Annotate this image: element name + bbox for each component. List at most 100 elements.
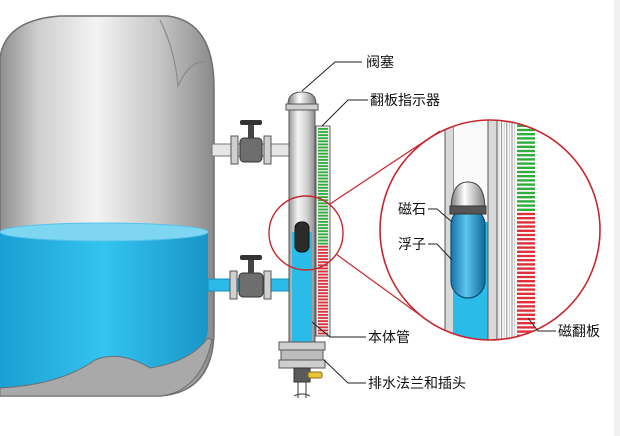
drain-flange-top xyxy=(278,341,326,351)
zoom-flap xyxy=(517,208,535,211)
indicator-flap xyxy=(318,286,328,288)
zoom-flap xyxy=(517,116,535,118)
indicator-flap xyxy=(318,298,328,301)
zoom-flap xyxy=(517,238,535,241)
zoom-flap xyxy=(517,149,535,153)
zoom-flap xyxy=(517,305,535,308)
valve-plug-cap xyxy=(287,91,317,105)
indicator-flap xyxy=(318,252,328,254)
zoom-flap xyxy=(517,246,535,249)
zoom-flap xyxy=(517,154,535,157)
indicator-flap xyxy=(318,155,328,158)
indicator-flap xyxy=(318,205,328,208)
indicator-flap xyxy=(318,261,328,264)
gauge-assembly xyxy=(278,91,331,398)
indicator-flap xyxy=(318,301,328,304)
tank-dent xyxy=(159,19,206,89)
zoom-tube-wall-right xyxy=(487,120,498,340)
indicator-flap xyxy=(318,314,328,316)
zoom-flap xyxy=(517,292,535,295)
flap-indicator-leader xyxy=(321,99,368,127)
zoom-flap xyxy=(517,309,535,312)
zoom-flap xyxy=(517,322,535,325)
zoom-flap xyxy=(517,275,535,279)
zoom-flap xyxy=(517,212,535,216)
zoom-flap xyxy=(517,296,535,300)
indicator-flap xyxy=(318,171,328,174)
zoom-flap xyxy=(517,217,535,220)
zoom-flap xyxy=(517,204,535,207)
zoom-flap xyxy=(517,166,535,169)
zoom-flap xyxy=(517,133,535,136)
indicator-flap xyxy=(318,174,328,177)
indicator-flap xyxy=(318,245,328,248)
zoom-flap xyxy=(517,141,535,144)
indicator-flap xyxy=(318,221,328,223)
drain-outlet xyxy=(293,382,311,398)
zoom-content xyxy=(380,112,600,345)
zoom-flap xyxy=(517,170,535,174)
indicator-flap xyxy=(318,317,328,319)
main-tube-label: 本体管 xyxy=(368,330,410,346)
indicator-flap xyxy=(318,196,328,198)
zoom-flap xyxy=(517,343,535,345)
indicator-flap xyxy=(318,255,328,257)
drain-handle xyxy=(307,371,323,379)
indicator-flap xyxy=(318,190,328,192)
zoom-callout xyxy=(268,112,601,345)
magnetic-flap-leader xyxy=(527,317,556,332)
drain-flange-bottom xyxy=(278,359,326,369)
indicator-flap xyxy=(318,270,328,273)
indicator-flap xyxy=(318,214,328,217)
zoom-flap xyxy=(517,183,535,186)
zoom-flap xyxy=(517,187,535,190)
indicator-flap xyxy=(318,146,328,149)
indicator-flap xyxy=(318,320,328,322)
zoom-flap xyxy=(517,326,535,329)
zoom-circle xyxy=(379,119,601,341)
indicator-flap xyxy=(318,162,328,164)
indicator-flap xyxy=(318,276,328,279)
tube-water xyxy=(292,232,312,342)
indicator-flap xyxy=(318,149,328,152)
zoom-flap xyxy=(517,317,535,321)
zoom-indicator-strips xyxy=(498,120,516,340)
indicator-flap xyxy=(318,227,328,229)
upper-valve-handle xyxy=(240,120,262,125)
upper-connection xyxy=(211,120,293,165)
indicator-flap xyxy=(318,211,328,214)
tank-water-surface xyxy=(0,222,209,242)
indicator-flap xyxy=(318,152,328,155)
zoom-magnet-cap xyxy=(450,181,486,211)
zoom-flap xyxy=(517,313,535,316)
zoom-source-circle xyxy=(268,195,344,271)
zoom-flap xyxy=(517,112,535,114)
zoom-flap xyxy=(517,338,535,340)
zoom-flap xyxy=(517,175,535,178)
upper-valve-body xyxy=(239,137,263,163)
zoom-magnetic-flaps xyxy=(517,112,535,345)
indicator-flap xyxy=(318,193,328,195)
lower-connection xyxy=(207,255,293,300)
zoom-flap xyxy=(517,280,535,283)
zoom-flap xyxy=(517,191,535,195)
indicator-flap xyxy=(318,307,328,310)
valve-plug-label: 阀塞 xyxy=(366,54,394,71)
magnet-leader xyxy=(428,208,453,223)
indicator-flap xyxy=(318,258,328,260)
indicator-flap xyxy=(318,217,328,220)
indicator-flap xyxy=(318,329,328,332)
zoom-flap xyxy=(517,162,535,165)
zoom-flap xyxy=(517,179,535,182)
indicator-flap xyxy=(318,224,328,226)
indicator-flap xyxy=(318,310,328,313)
magnet-label: 磁石 xyxy=(398,202,426,218)
indicator-flap xyxy=(318,131,328,133)
indicator-flap xyxy=(318,332,328,335)
drain-flange-label: 排水法兰和插头 xyxy=(368,376,466,392)
drain-flange-leader xyxy=(323,359,366,384)
indicator-flap xyxy=(318,289,328,291)
indicator-flap xyxy=(318,283,328,285)
indicator-flap xyxy=(318,186,328,189)
indicator-flap xyxy=(318,183,328,186)
